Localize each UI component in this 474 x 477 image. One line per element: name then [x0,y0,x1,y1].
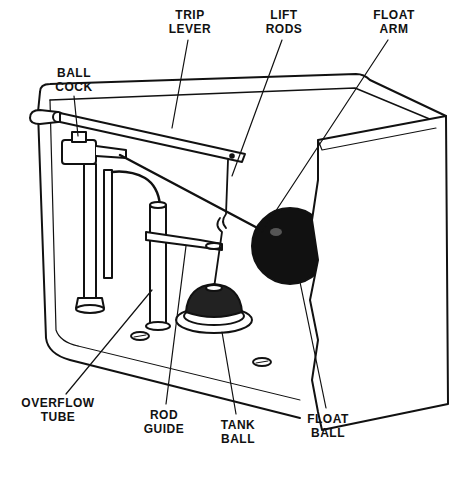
ball-cock-pipe [84,164,96,300]
overflow-base [146,322,170,330]
screw-slot [256,361,268,363]
wall-thickness [318,128,436,150]
part-label: LIFT RODS [266,8,303,36]
refill-tube [112,172,160,205]
leader-line [172,40,188,128]
floor-screw [131,332,149,340]
tank-ball-cap [206,285,222,291]
tank-ball [186,284,242,317]
part-label: OVERFLOW TUBE [21,396,94,424]
overflow-top [150,202,166,208]
tank-back-rim [40,74,446,116]
leader-line [262,40,388,232]
overflow-tube [150,205,166,325]
leader-line [66,290,152,394]
rod-guide [146,232,222,250]
part-label: TRIP LEVER [169,8,212,36]
cutaway-front-wall [310,116,448,430]
lever-hole [230,154,234,158]
leader-line [232,40,282,176]
upper-lift-rod [223,160,228,228]
leader-line [74,96,78,136]
lower-lift-rod [214,218,222,288]
part-label: ROD GUIDE [144,408,185,436]
ball-cock-valve [72,132,86,142]
tank-inner-lip [50,88,432,120]
part-label: FLOAT BALL [307,412,349,440]
screw-slot [134,335,146,337]
float-highlight [270,228,282,236]
floor-screw [253,358,271,366]
ball-cock-body [62,140,96,164]
ball-cock-pipe-2 [104,170,112,278]
tank-floor-line [78,346,300,400]
part-label: BALL COCK [55,66,92,94]
leader-line [300,282,326,408]
part-label: TANK BALL [221,418,255,446]
leader-line [222,332,236,414]
part-label: FLOAT ARM [373,8,415,36]
leader-line [166,246,186,404]
float-arm [120,155,265,232]
supply-base [76,305,104,313]
